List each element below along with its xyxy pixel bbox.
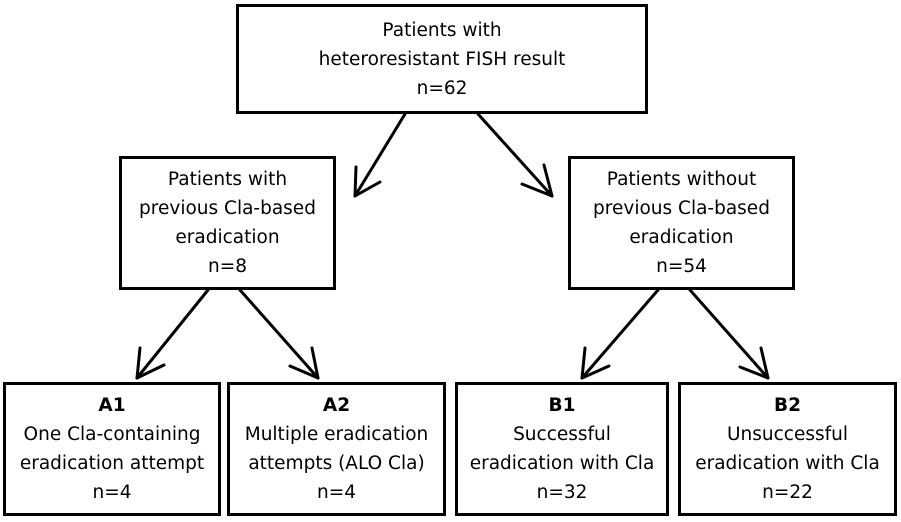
leaf-a2-count: n=4 <box>317 482 356 503</box>
leaf-a1-count: n=4 <box>92 482 132 503</box>
leaf-a1-line-2: eradication attempt <box>19 453 205 474</box>
arrow-root-to-mid-left <box>353 112 407 198</box>
root-count: n=62 <box>416 77 468 99</box>
arrowhead-mid-right-to-b1 <box>580 346 611 380</box>
mid-right-line-1: Patients without <box>606 169 757 190</box>
mid-left-line-2: previous Cla-based <box>139 198 316 219</box>
leaf-a1-line-1: One Cla-containing <box>23 424 201 445</box>
leaf-a1-code: A1 <box>98 395 126 416</box>
leaf-box-a2: A2 Multiple eradication attempts (ALO Cl… <box>227 382 446 516</box>
root-line-2: heteroresistant FISH result <box>318 48 566 70</box>
leaf-b2-line-2: eradication with Cla <box>695 453 880 474</box>
leaf-b1-code: B1 <box>548 395 576 416</box>
leaf-a2-line-1: Multiple eradication <box>244 424 429 445</box>
leaf-b1-count: n=32 <box>536 482 588 503</box>
leaf-box-a1: A1 One Cla-containing eradication attemp… <box>3 382 221 516</box>
leaf-b1-line-1: Successful <box>513 424 611 445</box>
arrow-mid-right-to-b2 <box>688 288 770 380</box>
mid-right-box: Patients without previous Cla-based erad… <box>568 156 795 290</box>
leaf-box-b2: B2 Unsuccessful eradication with Cla n=2… <box>678 382 897 516</box>
leaf-box-b1: B1 Successful eradication with Cla n=32 <box>455 382 669 516</box>
arrowhead-mid-left-to-a1 <box>135 346 166 380</box>
mid-left-line-1: Patients with <box>167 169 288 190</box>
leaf-b2-count: n=22 <box>762 482 813 503</box>
leaf-b2-line-1: Unsuccessful <box>726 424 848 445</box>
arrowhead-mid-right-to-b2 <box>738 346 770 380</box>
arrow-mid-left-to-a1 <box>135 288 210 380</box>
mid-left-box: Patients with previous Cla-based eradica… <box>119 156 336 290</box>
mid-right-count: n=54 <box>656 256 707 277</box>
arrowhead-mid-left-to-a2 <box>288 346 320 380</box>
arrowhead-root-to-mid-left <box>353 165 382 198</box>
mid-right-line-3: eradication <box>629 227 734 248</box>
mid-left-line-3: eradication <box>175 227 280 248</box>
leaf-a2-code: A2 <box>322 395 351 416</box>
arrow-mid-left-to-a2 <box>238 288 320 380</box>
root-line-1: Patients with <box>382 19 502 41</box>
arrow-mid-right-to-b1 <box>580 288 660 380</box>
arrowhead-root-to-mid-right <box>520 163 554 198</box>
arrow-root-to-mid-right <box>476 112 554 198</box>
leaf-b1-line-2: eradication with Cla <box>469 453 655 474</box>
mid-left-count: n=8 <box>208 256 247 277</box>
leaf-b2-code: B2 <box>774 395 801 416</box>
mid-right-line-2: previous Cla-based <box>593 198 770 219</box>
root-box: Patients with heteroresistant FISH resul… <box>236 4 648 114</box>
leaf-a2-line-2: attempts (ALO Cla) <box>248 453 425 474</box>
